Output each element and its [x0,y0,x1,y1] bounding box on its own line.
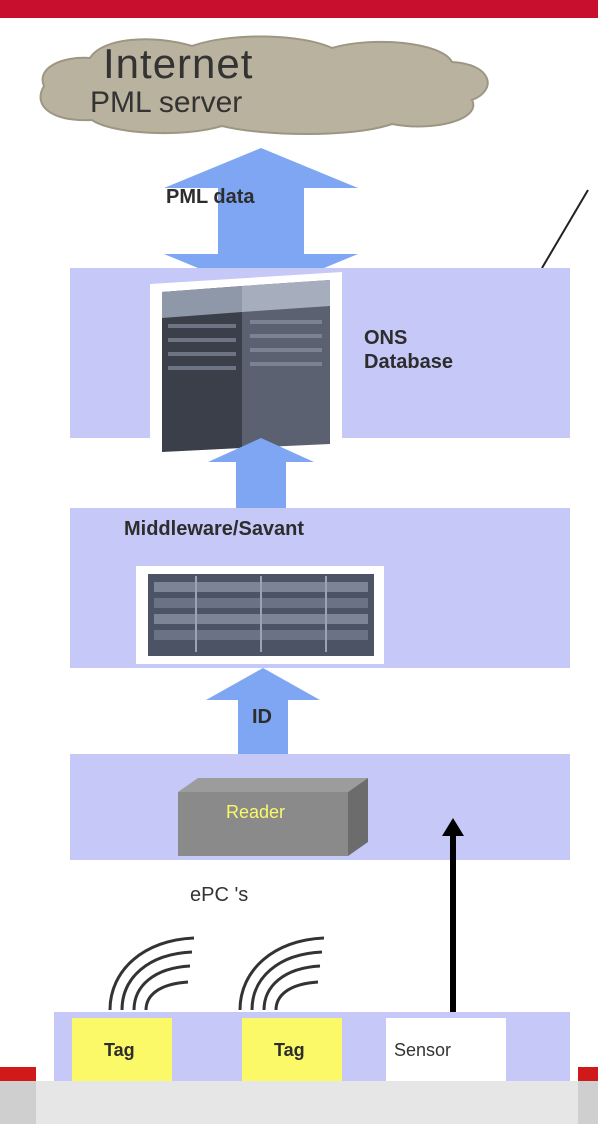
server-tower-icon [150,272,342,460]
rack-server-icon [136,566,384,664]
tag-2: Tag [242,1018,342,1084]
radio-waves-icon [108,936,325,1011]
sensor-signal-arrow-icon [442,818,464,1024]
tag-1-label: Tag [104,1040,135,1060]
bottom-accent-right [578,1067,598,1081]
id-up-arrow-icon [206,668,320,778]
top-accent-bar [0,0,598,18]
up-arrow-icon [208,438,314,508]
ons-database-label: ONS Database [364,327,453,373]
bidirectional-arrow-icon [164,148,358,294]
internet-cloud-icon [39,35,489,135]
epc-network-diagram: Internet PML server PML data O [30,24,589,1102]
middleware-savant-label: Middleware/Savant [124,518,305,540]
epcs-label: ePC 's [190,884,249,906]
id-label: ID [252,706,272,728]
reader-label: Reader [226,802,286,822]
pointer-line [541,189,589,269]
pml-data-label: PML data [166,186,255,208]
sensor-label: Sensor [394,1040,452,1060]
tag-1: Tag [72,1018,172,1084]
cloud-title: Internet [103,40,254,87]
tag-2-label: Tag [274,1040,305,1060]
cloud-subtitle: PML server [90,86,243,119]
reader-device-icon [178,778,368,856]
sensor: Sensor [386,1018,506,1084]
bottom-accent-left [0,1067,36,1081]
footer-inner [36,1081,578,1124]
